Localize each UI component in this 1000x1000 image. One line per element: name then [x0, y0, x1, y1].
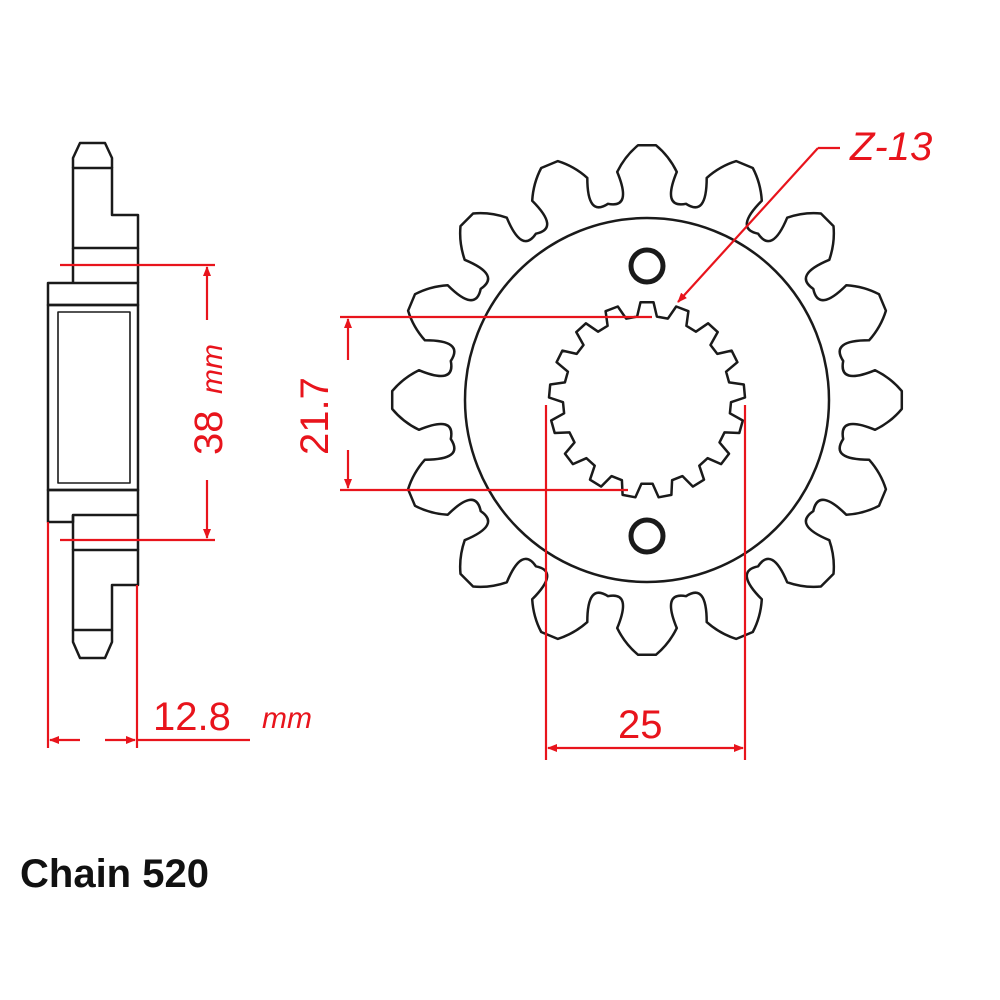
width-dimension-value: 12.8: [153, 695, 231, 739]
bore-dimension: 38 mm: [60, 263, 231, 542]
front-view: [390, 143, 904, 657]
bore: [46, 303, 140, 492]
spline-leader: Z-13: [677, 125, 932, 303]
spline-bore: [547, 300, 747, 499]
spline-width-dimension: 25: [544, 405, 747, 760]
bottom-flange-section: [46, 488, 140, 524]
bottom-tooth-tip: [71, 630, 114, 660]
width-dimension-unit: mm: [262, 702, 312, 735]
top-tooth-section: [71, 166, 140, 250]
side-view: [46, 141, 140, 660]
bore-dimension-unit: mm: [196, 344, 229, 394]
bore-dimension-value: 38: [187, 411, 231, 456]
bore-inner: [57, 311, 131, 484]
bottom-gap: [71, 515, 140, 550]
bottom-tooth-section: [71, 548, 140, 632]
top-flange-section: [46, 281, 140, 307]
bolt-hole-bottom: [628, 517, 666, 555]
sprocket-outline: [390, 143, 904, 657]
spline-width-value: 25: [618, 703, 663, 747]
width-dimension: 12.8 mm: [46, 522, 312, 748]
spline-label: Z-13: [849, 125, 932, 169]
hub-circle: [463, 216, 831, 584]
spline-height-dimension: 21.7: [293, 315, 652, 492]
chain-caption: Chain 520: [20, 852, 209, 896]
spline-height-value: 21.7: [293, 377, 337, 455]
top-tooth-tip: [71, 141, 114, 168]
bolt-hole-top: [628, 247, 666, 285]
